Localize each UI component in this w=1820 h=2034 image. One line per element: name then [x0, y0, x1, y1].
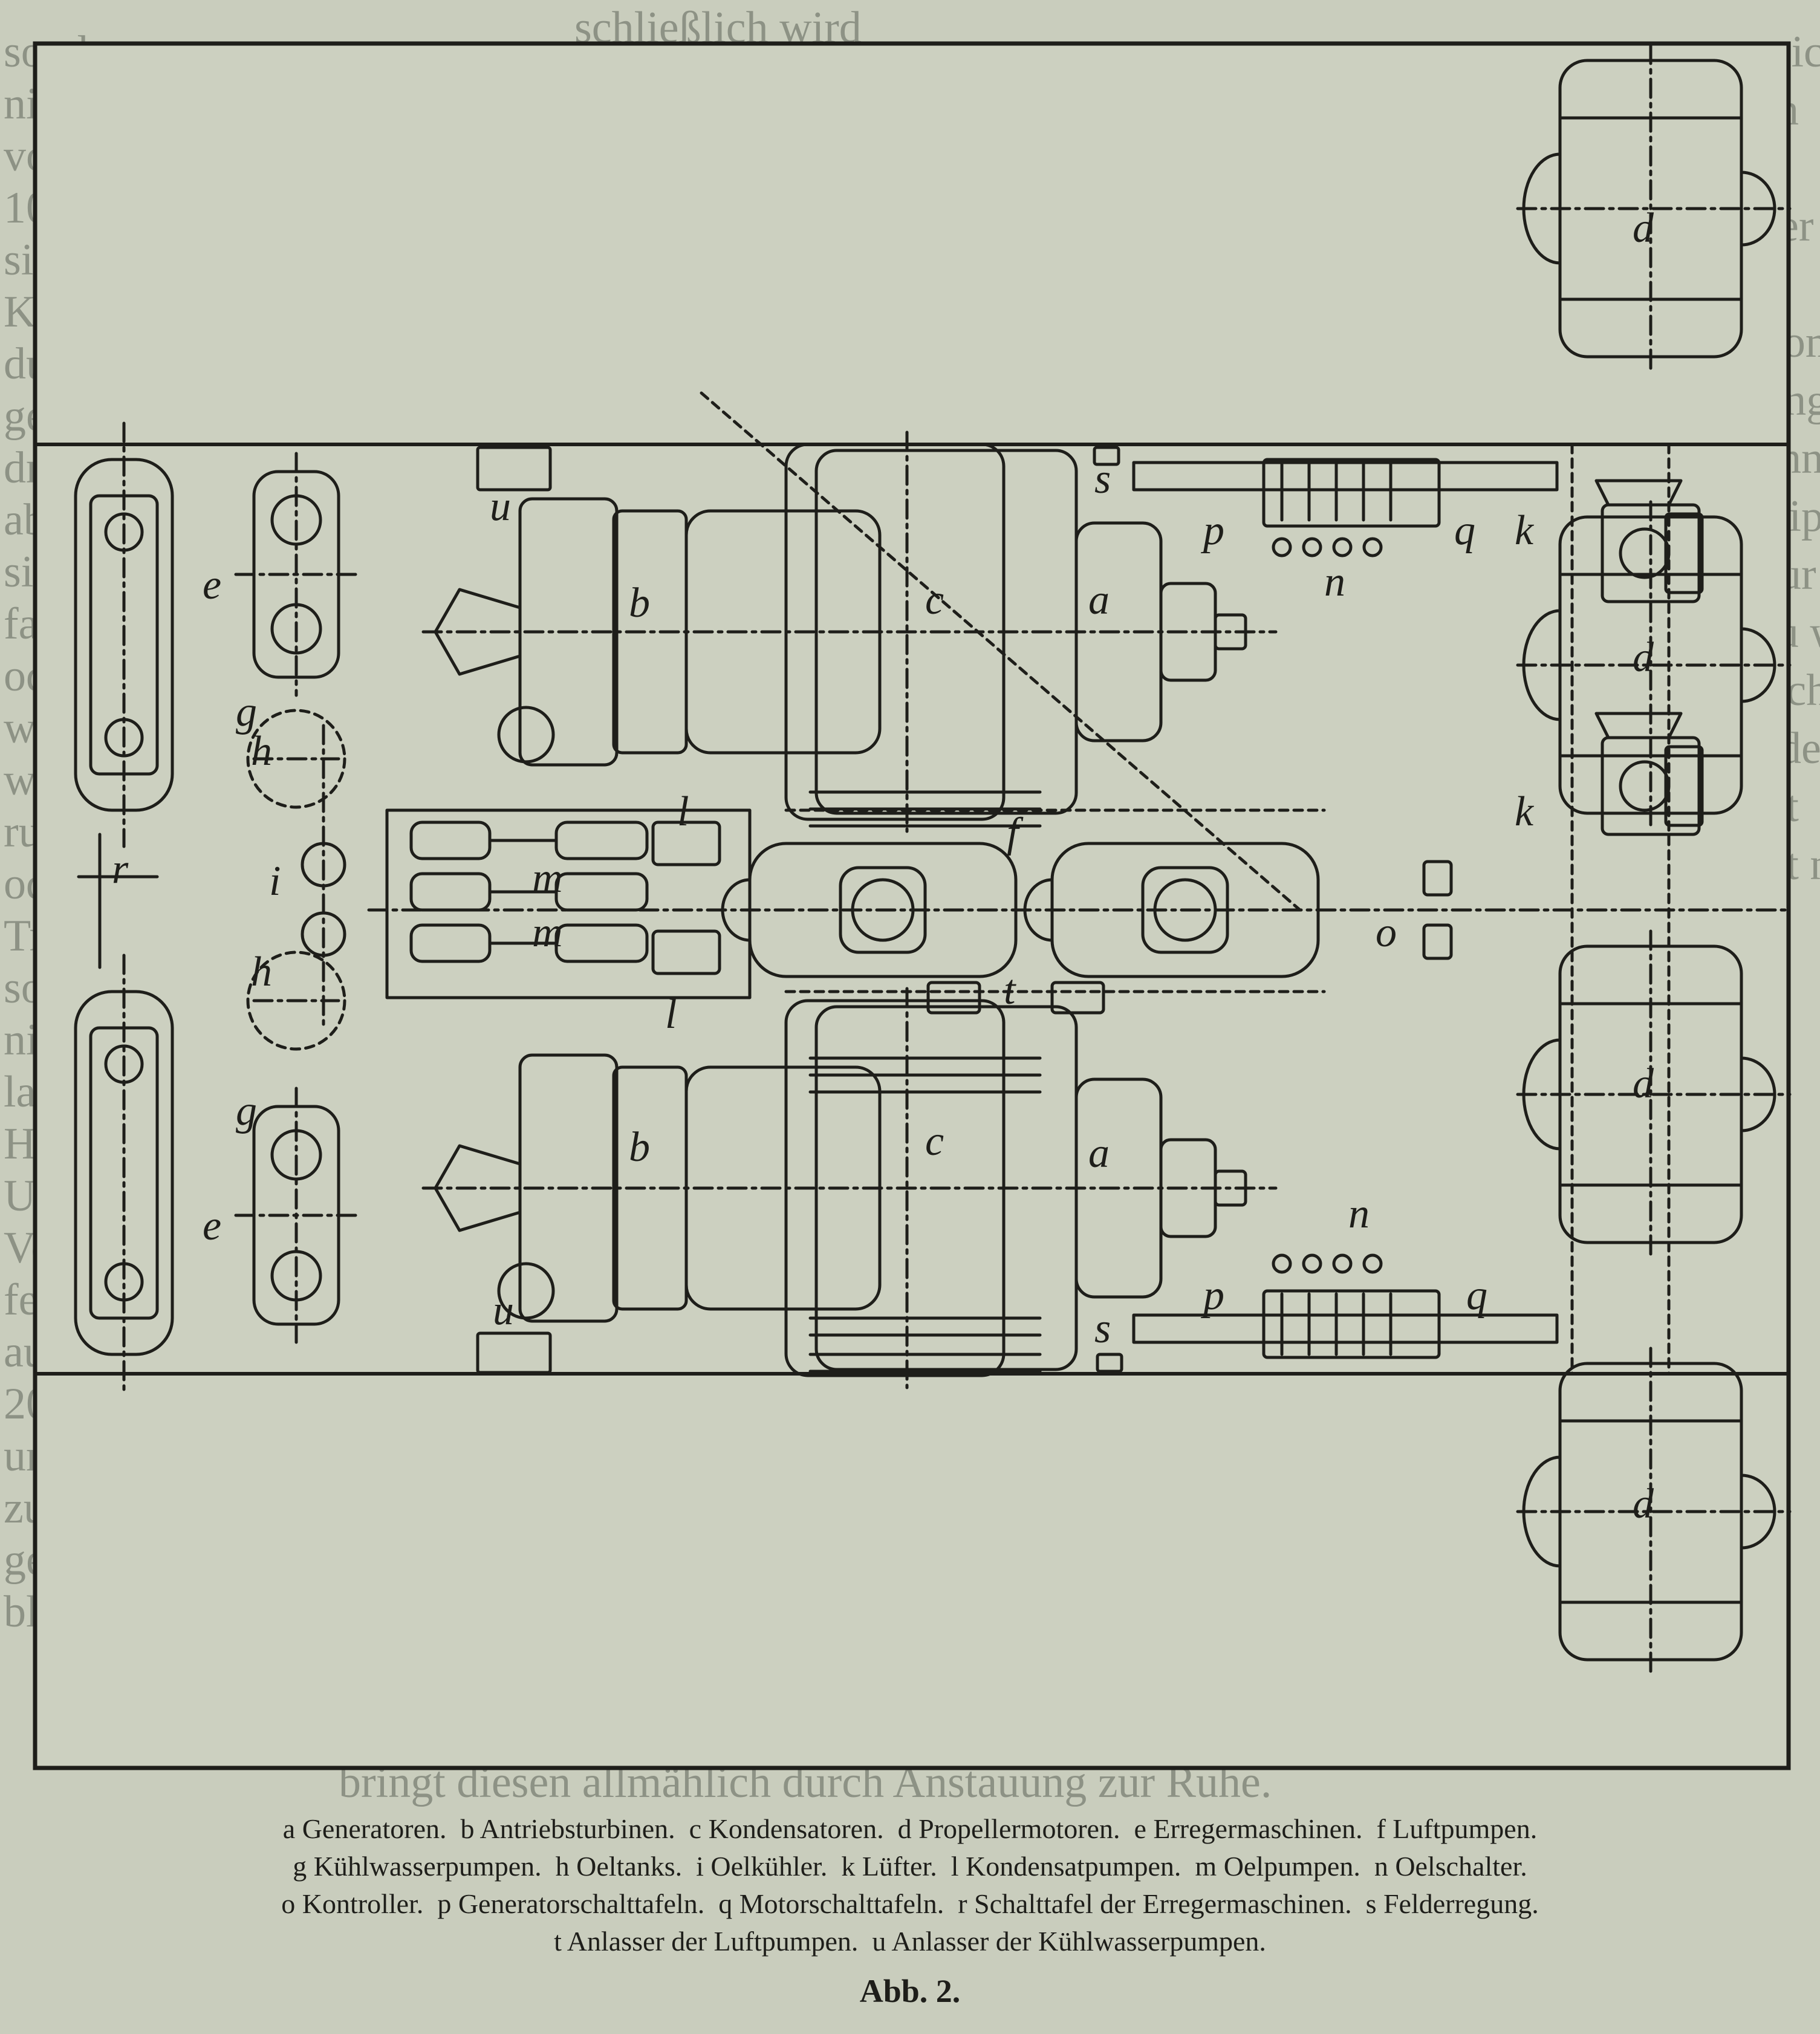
label-h: h	[251, 728, 272, 775]
air-pump-casing	[748, 842, 1018, 978]
oil-switch-contact	[1332, 1253, 1353, 1274]
oil-switch-contact	[1302, 1253, 1322, 1274]
label-p: p	[1200, 1272, 1224, 1319]
label-c: c	[925, 1118, 944, 1165]
oil-tank-outline	[246, 950, 346, 1051]
label-m: m	[532, 855, 563, 902]
background-text-line: la	[4, 1067, 36, 1117]
oil-cooler-fitting	[497, 706, 555, 764]
controller-box	[1422, 923, 1453, 960]
label-h: h	[251, 949, 272, 995]
air-pump-starter	[1050, 981, 1105, 1015]
oil-switch-contact	[1362, 1253, 1383, 1274]
generator-switchboard-upper	[1132, 461, 1559, 492]
controller-box	[1422, 860, 1453, 897]
label-n: n	[1348, 1191, 1370, 1237]
propeller-motor-end-cap	[1740, 171, 1776, 247]
oil-switch-contact	[1272, 1253, 1292, 1274]
oil-tank-outline	[246, 709, 346, 809]
label-d: d	[1633, 205, 1654, 252]
caption-line-3: o Kontroller. p Generatorschalttafeln. q…	[281, 1888, 1539, 1919]
air-pump-piston	[1153, 878, 1217, 942]
label-a: a	[1088, 1130, 1110, 1177]
label-i: i	[269, 858, 281, 905]
air-pump-cylinder	[839, 866, 927, 954]
label-n: n	[1324, 559, 1345, 605]
caption-line-4: t Anlasser der Luftpumpen. u Anlasser de…	[554, 1926, 1266, 1957]
air-pump-piston	[851, 878, 915, 942]
condensate-pump-motor	[651, 820, 721, 866]
label-m: m	[532, 909, 563, 956]
caption-line-2: g Kühlwasserpumpen. h Oeltanks. i Oelküh…	[293, 1851, 1527, 1882]
cooling-pump-starter-lower	[476, 1331, 552, 1374]
label-d: d	[1633, 1481, 1654, 1527]
oil-switch-contact	[1302, 537, 1322, 557]
label-g: g	[236, 1088, 257, 1134]
propeller-motor-end-cap	[1740, 627, 1776, 703]
label-d: d	[1633, 1061, 1654, 1107]
oil-cooler-fitting	[497, 1262, 555, 1320]
fan-housing	[1601, 503, 1701, 603]
label-c: c	[925, 577, 944, 623]
caption-line-1: a Generatoren. b Antriebsturbinen. c Kon…	[282, 1813, 1538, 1844]
propeller-motor-end-cap	[1740, 1056, 1776, 1132]
label-u: u	[493, 1287, 514, 1334]
air-pump-end	[721, 878, 752, 942]
label-l: l	[665, 991, 677, 1038]
oil-switch-rack-upper	[1262, 458, 1441, 528]
machinery-drawing	[74, 44, 1792, 1677]
figure-title: Abb. 2.	[859, 1973, 961, 2009]
label-g: g	[236, 689, 257, 735]
fan-rotor	[1619, 527, 1671, 579]
label-t: t	[1004, 967, 1016, 1013]
condensate-pump-motor	[651, 929, 721, 975]
field-excitation-box	[1096, 1353, 1123, 1373]
fan-hood	[1594, 479, 1683, 507]
label-b: b	[629, 1124, 650, 1171]
air-pump-cylinder	[1141, 866, 1229, 954]
label-s: s	[1094, 456, 1111, 502]
label-o: o	[1376, 909, 1397, 956]
oil-switch-contact	[1332, 537, 1353, 557]
label-u: u	[490, 483, 511, 530]
air-pump-end	[1023, 878, 1054, 942]
oil-switch-rack-lower	[1262, 1289, 1441, 1359]
propeller-motor-end-cap	[1740, 1474, 1776, 1550]
air-pump-casing	[1050, 842, 1320, 978]
label-r: r	[112, 846, 129, 892]
fan-hood	[1594, 712, 1683, 739]
fan-duct	[1664, 745, 1704, 827]
label-p: p	[1200, 507, 1224, 554]
oil-switch-contact	[1362, 537, 1383, 557]
generator-switchboard-lower	[1132, 1313, 1559, 1344]
cooling-pump-starter-upper	[476, 446, 552, 492]
fan-duct	[1664, 512, 1704, 594]
label-e: e	[203, 1203, 221, 1249]
label-q: q	[1454, 507, 1475, 554]
label-k: k	[1515, 507, 1535, 554]
label-s: s	[1094, 1305, 1111, 1352]
air-pump-starter	[926, 981, 981, 1015]
fan-housing	[1601, 736, 1701, 836]
label-k: k	[1515, 788, 1535, 835]
label-q: q	[1466, 1272, 1487, 1319]
label-b: b	[629, 580, 650, 626]
field-excitation-box	[1093, 446, 1120, 466]
fan-rotor	[1619, 760, 1671, 812]
label-l: l	[677, 788, 689, 835]
hidden-shaft-line	[700, 391, 1302, 912]
label-d: d	[1633, 634, 1654, 681]
label-e: e	[203, 562, 221, 608]
label-a: a	[1088, 577, 1110, 623]
oil-switch-contact	[1272, 537, 1292, 557]
